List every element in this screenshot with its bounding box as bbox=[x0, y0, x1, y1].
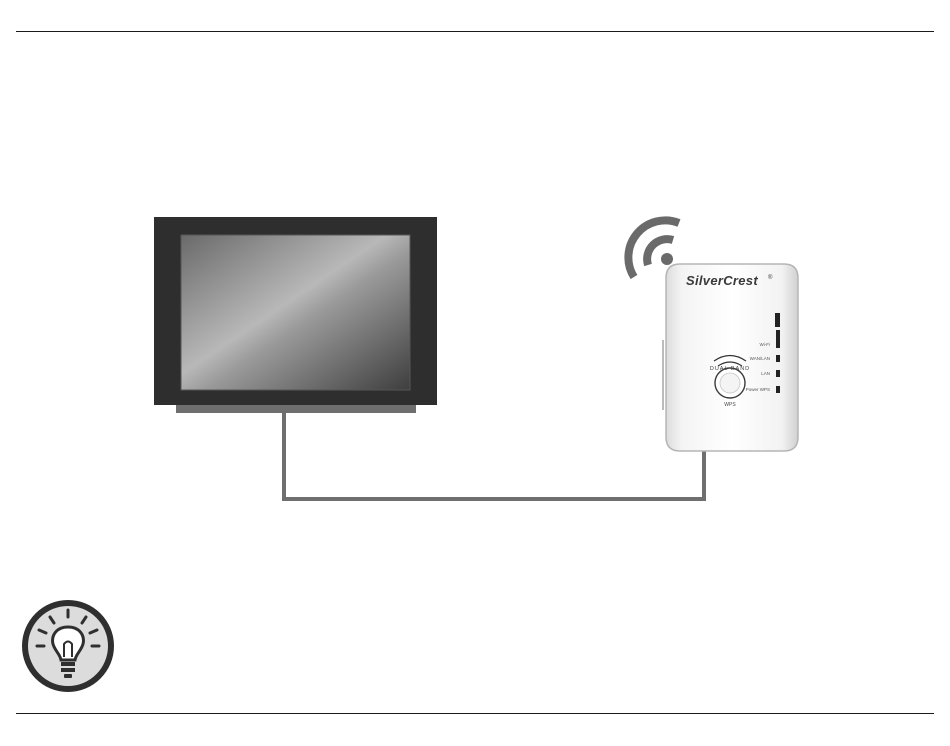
tv-screen bbox=[181, 235, 410, 390]
television bbox=[154, 217, 437, 413]
svg-text:Power WPS: Power WPS bbox=[746, 387, 770, 392]
brand-registered-mark: ® bbox=[768, 274, 773, 281]
wps-label: WPS bbox=[724, 402, 736, 408]
wifi-repeater: SilverCrest ® Wi-Fi WAN/LAN LAN Power WP… bbox=[663, 264, 798, 451]
svg-text:WAN/LAN: WAN/LAN bbox=[750, 356, 770, 361]
tv-stand bbox=[176, 405, 416, 413]
led-wifi: Wi-Fi bbox=[760, 341, 781, 348]
brand-logo: SilverCrest bbox=[686, 273, 758, 288]
svg-text:Wi-Fi: Wi-Fi bbox=[760, 342, 771, 347]
lightbulb-icon bbox=[16, 597, 120, 695]
svg-text:LAN: LAN bbox=[761, 371, 770, 376]
dual-band-label: DUAL BAND bbox=[710, 366, 750, 372]
network-cable bbox=[284, 412, 704, 499]
footer-rule bbox=[16, 713, 934, 714]
